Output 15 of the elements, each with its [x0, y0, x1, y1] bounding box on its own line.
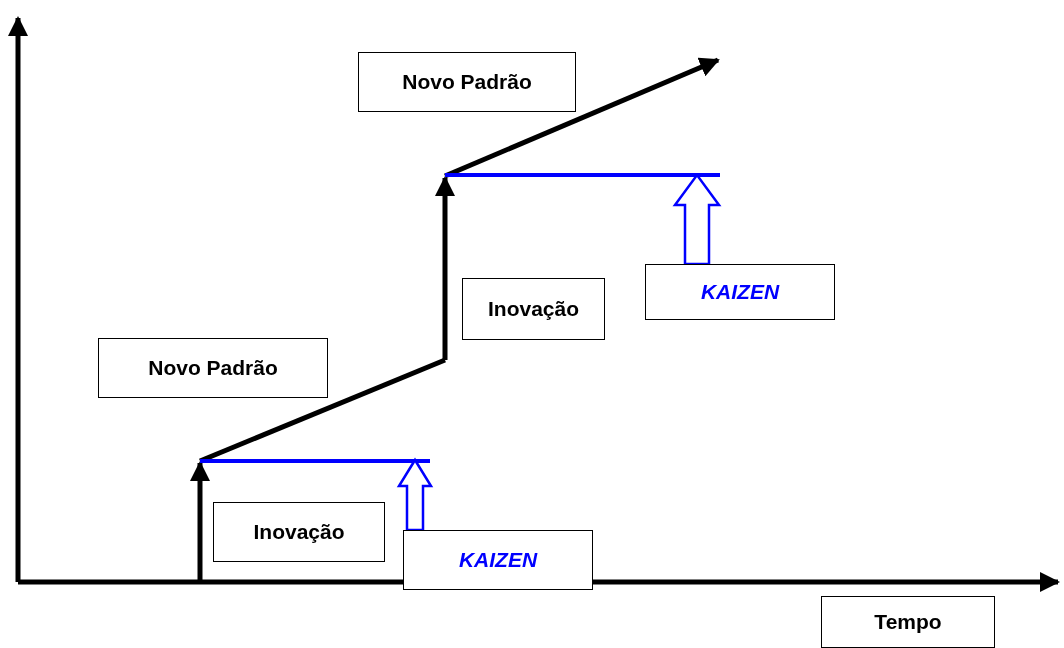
box-label: Inovação	[487, 297, 579, 321]
box-label: Novo Padrão	[402, 70, 532, 94]
label-box	[358, 52, 576, 112]
label-box	[98, 338, 328, 398]
box-label: Tempo	[874, 610, 942, 634]
label-box	[462, 278, 605, 340]
box-label: KAIZEN	[700, 280, 780, 304]
label-box	[821, 596, 995, 648]
label-box	[645, 264, 835, 320]
label-box	[213, 502, 385, 562]
box-label: Novo Padrão	[148, 356, 278, 380]
hollow-arrow	[396, 457, 434, 532]
box-label: Inovação	[253, 520, 345, 544]
label-box	[403, 530, 593, 590]
box-label: KAIZEN	[458, 548, 538, 572]
